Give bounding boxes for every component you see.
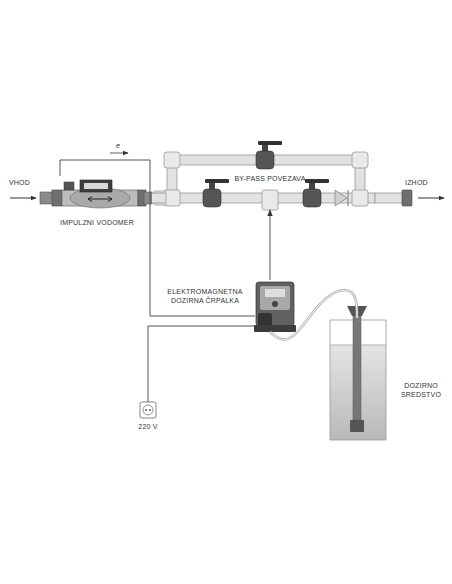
power-cable: [148, 326, 255, 402]
part-label: DOZIRNO SREDSTVO: [394, 381, 448, 399]
pipe-fill: [152, 194, 165, 203]
dosing-pump: ELEKTROMAGNETNA DOZIRNA ČRPALKA: [255, 280, 295, 332]
pipe-fill: [270, 290, 357, 340]
outlet-arrow: [418, 198, 444, 199]
water-meter: IMPULZNI VODOMER: [42, 176, 152, 214]
part-label: IMPULZNI VODOMER: [60, 218, 134, 227]
inlet-arrow: [10, 198, 36, 199]
wall-socket: 220 V: [140, 402, 156, 418]
check-valve: [335, 190, 348, 206]
ball-valve: [303, 179, 329, 207]
suction-tube: [270, 290, 357, 340]
ball-valve: [203, 179, 229, 207]
signal-arrow: [110, 153, 128, 154]
chemical-tank: DOZIRNO SREDSTVO: [328, 318, 388, 442]
water-meter: [40, 180, 152, 208]
part-label: BY-PASS POVEZAVA: [234, 174, 305, 183]
ball-valve: [256, 141, 282, 169]
water-pipe: [152, 193, 165, 204]
chemical-tank: [330, 306, 386, 440]
wall-socket: [140, 402, 156, 418]
bypass-assembly: BY-PASS POVEZAVA: [165, 150, 375, 210]
signal-label: e: [116, 142, 120, 150]
inlet-label: VHOD: [9, 179, 30, 187]
injection-line: [270, 210, 271, 280]
part-label: ELEKTROMAGNETNA DOZIRNA ČRPALKA: [161, 287, 249, 305]
signal-cable: [60, 160, 255, 316]
outlet-label: IZHOD: [405, 179, 428, 187]
bypass-piping: [154, 152, 412, 210]
part-label: 220 V: [138, 422, 157, 431]
dosing-pump: [254, 282, 296, 332]
